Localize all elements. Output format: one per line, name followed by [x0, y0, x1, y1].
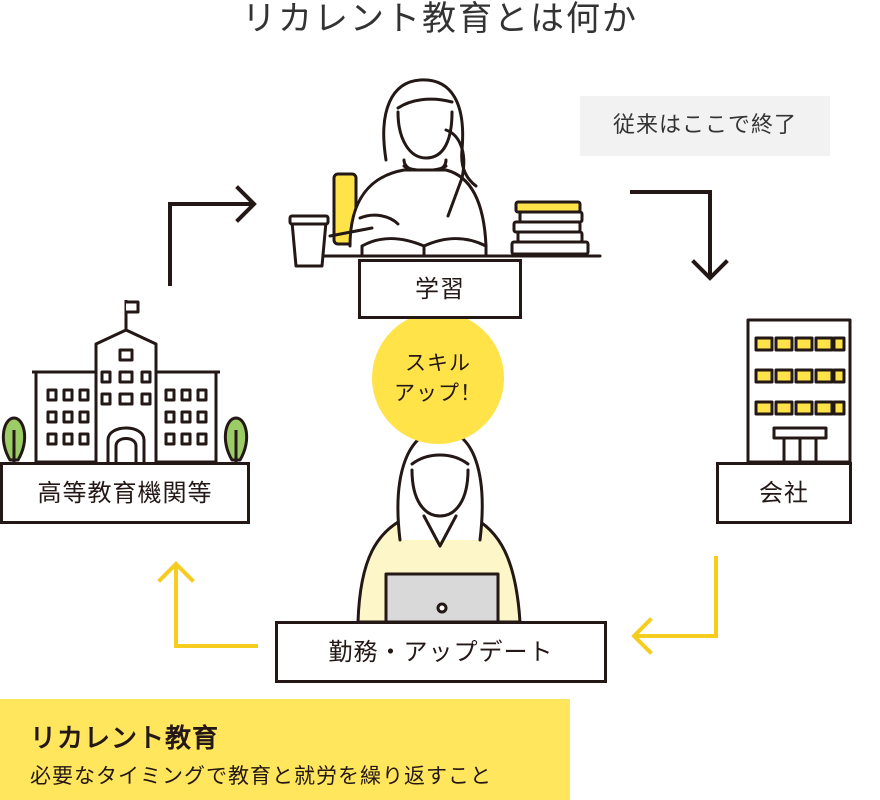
skill-up-bubble: スキル アップ！	[372, 312, 504, 444]
summary-title: リカレント教育	[30, 724, 220, 754]
bubble-line-1: スキル	[405, 351, 471, 375]
arrow-school-to-study	[168, 185, 257, 286]
arrow-work-to-school	[157, 561, 258, 648]
arrow-company-to-work	[631, 556, 718, 655]
bubble-line-2: アップ！	[394, 381, 482, 405]
page-title: リカレント教育とは何か	[242, 0, 638, 39]
node-school: 高等教育機関等	[0, 462, 250, 524]
company-building-illustration	[746, 318, 852, 464]
node-work: 勤務・アップデート	[275, 621, 607, 683]
working-woman-illustration	[356, 428, 522, 624]
node-company: 会社	[716, 462, 852, 524]
studying-woman-illustration	[288, 78, 602, 268]
node-study: 学習	[358, 259, 522, 319]
summary-box	[0, 699, 570, 800]
note-traditional-end: 従来はここで終了	[580, 96, 830, 156]
summary-text: 必要なタイミングで教育と就労を繰り返すこと	[30, 764, 492, 788]
school-building-illustration	[1, 300, 249, 464]
arrow-study-to-company	[630, 190, 729, 281]
